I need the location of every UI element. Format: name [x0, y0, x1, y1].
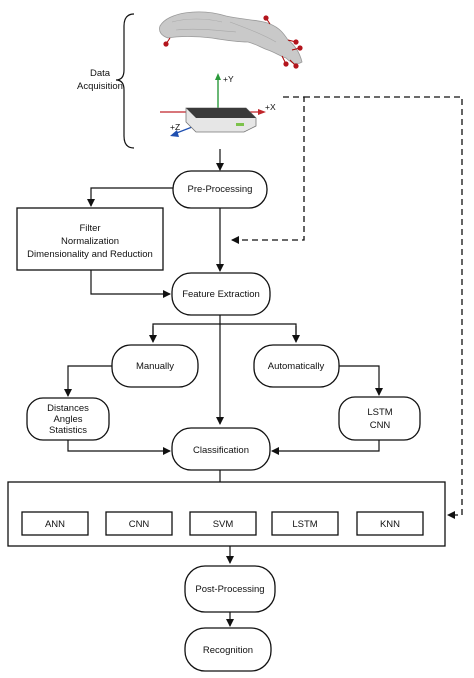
auto-features-node	[338, 396, 421, 441]
feature-extraction-node	[171, 272, 271, 316]
axis-label-z: +Z	[170, 122, 180, 132]
classifier-svm-label: SVM	[213, 519, 234, 530]
classifier-knn-box	[356, 511, 424, 536]
recognition-label: Recognition	[203, 645, 253, 656]
post-processing-label: Post-Processing	[195, 584, 264, 595]
feature-extraction-label: Feature Extraction	[182, 289, 260, 300]
manual-features-node	[26, 397, 110, 441]
filter-box-line1: Filter	[79, 223, 100, 234]
filter-normalization-box	[16, 207, 164, 271]
manual-features-line1: Distances	[47, 403, 89, 414]
classifier-svm-box	[189, 511, 257, 536]
classifier-ann-box	[21, 511, 89, 536]
classification-label: Classification	[193, 445, 249, 456]
classifier-lstm-box	[271, 511, 339, 536]
classifier-cnn-label: CNN	[129, 519, 150, 530]
manual-features-line3: Statistics	[49, 425, 87, 436]
axis-label-x: +X	[265, 102, 276, 112]
manually-label: Manually	[136, 361, 174, 372]
automatically-label: Automatically	[268, 361, 325, 372]
pre-processing-label: Pre-Processing	[188, 184, 253, 195]
post-processing-node	[184, 565, 276, 613]
automatically-node	[253, 344, 340, 388]
manually-node	[111, 344, 199, 388]
data-acquisition-label-line2: Acquisition	[77, 81, 123, 92]
axis-label-y: +Y	[223, 74, 234, 84]
sensor-device-image	[160, 73, 266, 137]
manual-features-line2: Angles	[53, 414, 82, 425]
classifier-boxes: ANN CNN SVM LSTM KNN	[21, 511, 424, 536]
classifier-ann-label: ANN	[45, 519, 65, 530]
filter-box-line2: Normalization	[61, 236, 119, 247]
data-acquisition-label-line1: Data	[90, 68, 111, 79]
classifier-knn-label: KNN	[380, 519, 400, 530]
recognition-node	[184, 627, 272, 672]
pre-processing-node	[172, 170, 268, 209]
auto-features-line1: LSTM	[367, 407, 392, 418]
data-acquisition-brace	[115, 13, 135, 149]
classification-node	[171, 427, 271, 471]
classifier-lstm-label: LSTM	[292, 519, 317, 530]
filter-box-line3: Dimensionality and Reduction	[27, 249, 153, 260]
hand-mesh-image	[159, 11, 303, 69]
auto-features-line2: CNN	[370, 420, 391, 431]
classifier-cnn-box	[105, 511, 173, 536]
